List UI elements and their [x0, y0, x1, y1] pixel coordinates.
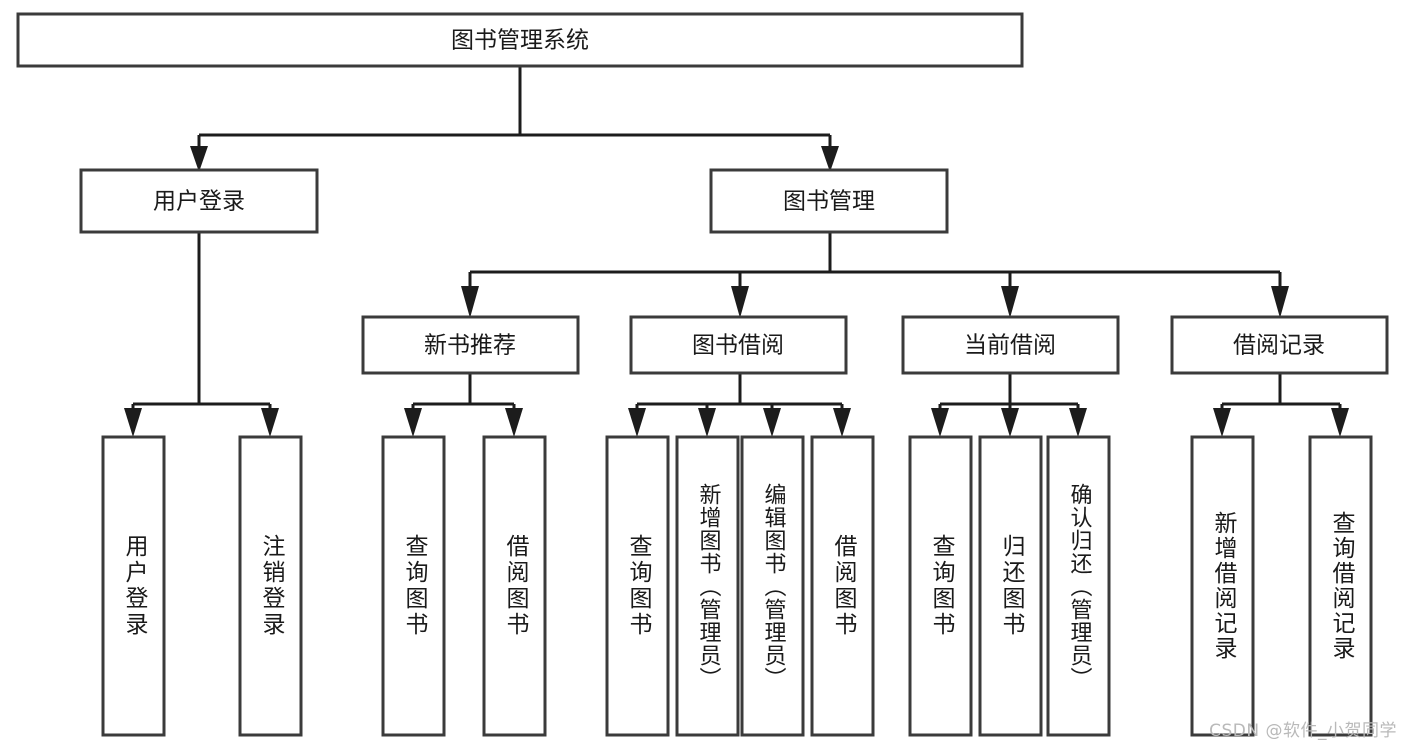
leaf-box-currentborrow-0[interactable] — [908, 435, 973, 737]
leaf-box-bookborrow-2[interactable] — [740, 435, 805, 737]
leaf-box-bookborrow-1[interactable] — [675, 435, 740, 737]
node-book-management[interactable]: 图书管理 — [709, 168, 949, 234]
connector-newbook-to-leaves — [404, 373, 523, 437]
leaf-box-user-login-0[interactable] — [101, 435, 166, 737]
node-book-management-label: 图书管理 — [783, 189, 875, 215]
connector-userlogin-to-leaves — [124, 232, 279, 437]
node-new-book-recommend-label: 新书推荐 — [424, 333, 516, 359]
node-user-login[interactable]: 用户登录 — [79, 168, 319, 234]
connector-borrowrecord-to-leaves — [1213, 373, 1349, 437]
leaf-box-borrowrecord-1[interactable] — [1308, 435, 1373, 737]
node-book-borrow[interactable]: 图书借阅 — [629, 315, 848, 375]
leaf-box-borrowrecord-0[interactable] — [1190, 435, 1255, 737]
leaf-box-user-login-1[interactable] — [238, 435, 303, 737]
leaf-box-bookborrow-0[interactable] — [605, 435, 670, 737]
node-borrow-record-label: 借阅记录 — [1233, 333, 1325, 359]
node-current-borrow[interactable]: 当前借阅 — [901, 315, 1120, 375]
leaf-box-currentborrow-1[interactable] — [978, 435, 1043, 737]
node-root[interactable]: 图书管理系统 — [16, 12, 1024, 68]
connector-bookmgmt-to-level3 — [461, 232, 1289, 318]
node-current-borrow-label: 当前借阅 — [964, 333, 1056, 359]
leaf-box-bookborrow-3[interactable] — [810, 435, 875, 737]
node-book-borrow-label: 图书借阅 — [692, 333, 784, 359]
leaf-box-currentborrow-2[interactable] — [1046, 435, 1111, 737]
node-user-login-label: 用户登录 — [153, 189, 245, 215]
csdn-watermark: CSDN @软件_小贺同学 — [1209, 721, 1397, 741]
connector-currentborrow-to-leaves — [931, 373, 1087, 437]
connector-bookborrow-to-leaves — [628, 373, 851, 437]
leaf-box-newbook-0[interactable] — [381, 435, 446, 737]
node-root-label: 图书管理系统 — [451, 28, 589, 54]
node-borrow-record[interactable]: 借阅记录 — [1170, 315, 1389, 375]
connector-root-to-level2 — [190, 66, 839, 172]
leaf-box-newbook-1[interactable] — [482, 435, 547, 737]
node-new-book-recommend[interactable]: 新书推荐 — [361, 315, 580, 375]
